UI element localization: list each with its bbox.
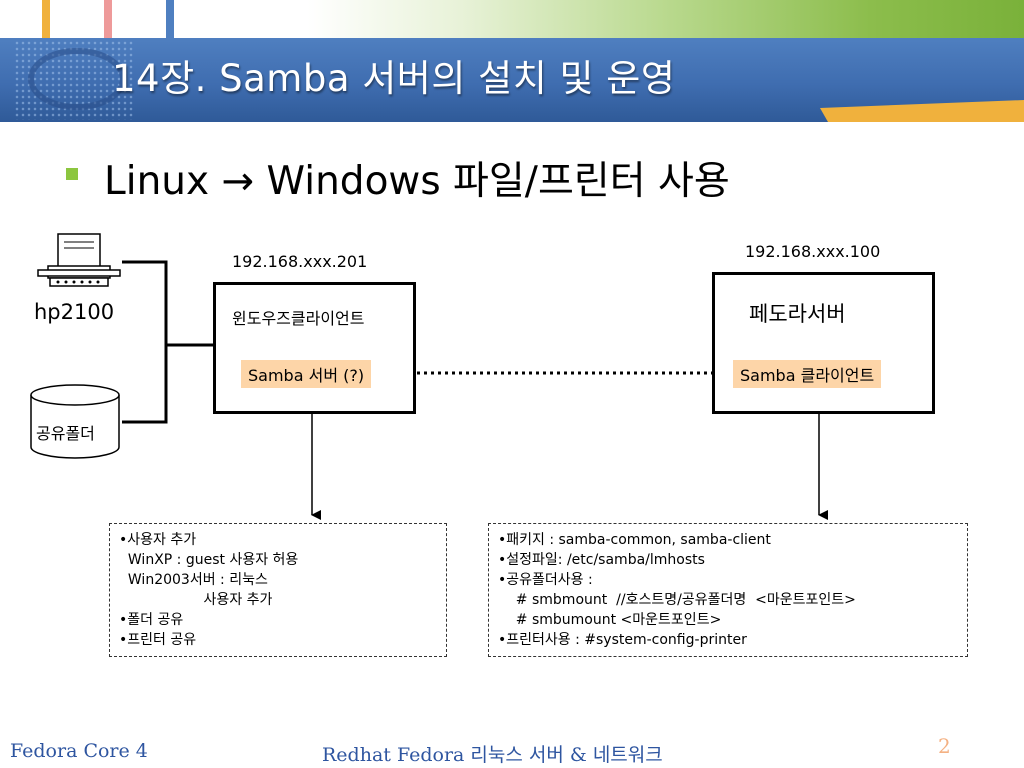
bullet-marker xyxy=(66,168,78,180)
fedora-note-line: •공유폴더사용 : xyxy=(498,572,593,588)
windows-samba-badge: Samba 서버 (?) xyxy=(241,360,372,388)
fedora-ip-label: 192.168.xxx.100 xyxy=(745,242,881,261)
fedora-note-line: # smbumount <마운트포인트> xyxy=(498,612,722,628)
footer-left: Fedora Core 4 xyxy=(10,740,148,762)
shared-folder-icon xyxy=(30,384,120,459)
top-stripe-blue xyxy=(166,0,174,38)
slide-title: 14장. Samba 서버의 설치 및 운영 xyxy=(112,57,676,100)
fedora-note-line: •설정파일: /etc/samba/lmhosts xyxy=(498,552,705,568)
bullet-text: Linux → Windows 파일/프린터 사용 xyxy=(104,159,730,204)
windows-ip-label: 192.168.xxx.201 xyxy=(232,252,368,271)
fedora-server-box xyxy=(712,272,935,414)
windows-client-title: 윈도우즈클라이언트 xyxy=(232,309,365,328)
fedora-server-title: 페도라서버 xyxy=(749,302,846,326)
windows-note-line: •사용자 추가 xyxy=(119,532,197,548)
fedora-note-line: •패키지 : samba-common, samba-client xyxy=(498,532,771,548)
fedora-notes-box: •패키지 : samba-common, samba-client •설정파일:… xyxy=(488,523,968,657)
fedora-note-line: •프린터사용 : #system-config-printer xyxy=(498,632,747,648)
windows-notes-box: •사용자 추가 WinXP : guest 사용자 허용 Win2003서버 :… xyxy=(109,523,447,657)
windows-note-line: •프린터 공유 xyxy=(119,632,197,648)
top-stripe-orange xyxy=(42,0,50,38)
fedora-note-line: # smbmount //호스트명/공유폴더명 <마운트포인트> xyxy=(498,592,856,608)
footer-center: Redhat Fedora 리눅스 서버 & 네트워크 xyxy=(322,744,663,766)
shared-folder-label: 공유폴더 xyxy=(36,424,95,443)
fedora-samba-badge: Samba 클라이언트 xyxy=(733,360,882,388)
windows-note-line: WinXP : guest 사용자 허용 xyxy=(119,552,299,568)
title-ring-decoration xyxy=(28,48,126,110)
title-accent-bar xyxy=(820,100,1024,122)
printer-label: hp2100 xyxy=(34,300,115,324)
windows-note-line: •폴더 공유 xyxy=(119,612,184,628)
windows-client-box xyxy=(213,282,416,414)
top-stripe-pink xyxy=(104,0,112,38)
windows-note-line: Win2003서버 : 리눅스 xyxy=(119,572,268,588)
page-number: 2 xyxy=(938,734,951,758)
printer-icon xyxy=(37,233,121,287)
windows-note-line: 사용자 추가 xyxy=(119,592,273,608)
